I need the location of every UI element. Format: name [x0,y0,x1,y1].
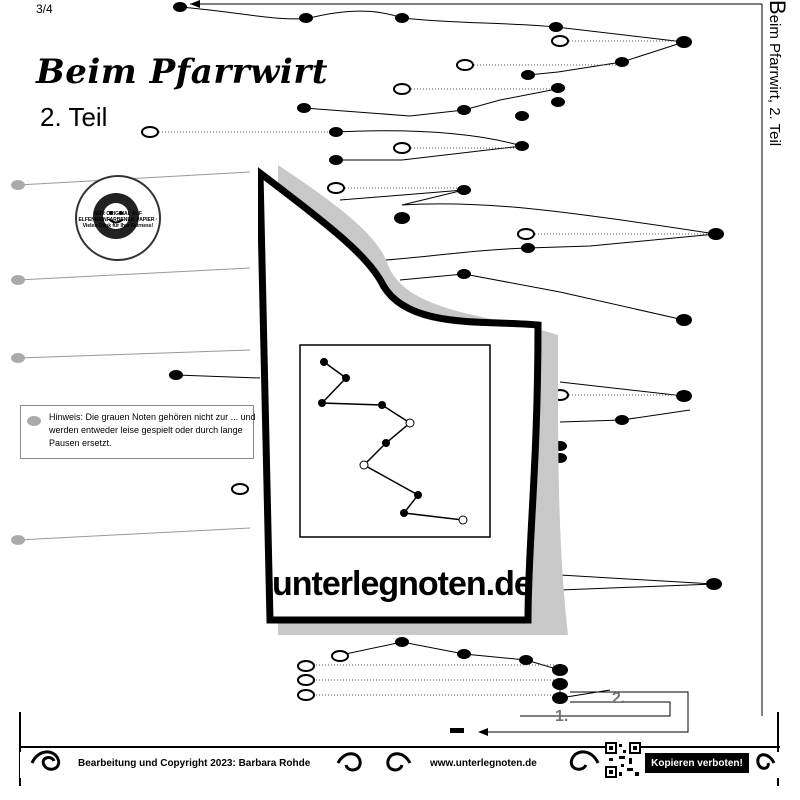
note [329,127,343,137]
note [551,97,565,107]
gray-line [17,527,251,541]
gray-notes [11,180,25,545]
breath-note [551,35,569,47]
ending-label-first: 1. [555,708,569,725]
note [515,111,529,121]
note [394,212,410,224]
gray-note [11,275,25,285]
note [299,13,313,23]
melody-line [559,574,715,591]
note [521,70,535,80]
ending-brackets [480,691,689,733]
breath-note [331,650,349,662]
page-number: 3/4 [36,2,53,16]
ending-label-second: 2. [612,690,626,707]
gray-line [17,349,251,359]
breath-note [297,689,315,701]
fairness-stamp: NUR ORIGINAL AUF ELFENBEINFARBENEM PAPIE… [75,175,161,261]
footer-url[interactable]: www.unterlegnoten.de [430,758,537,769]
footer-credit: Bearbeitung und Copyright 2023: Barbara … [78,758,311,769]
page-title: Beim Pfarrwirt [36,52,328,92]
note [395,13,409,23]
gray-note [11,535,25,545]
note [552,692,568,704]
arrow-head-top [190,0,200,8]
breath-note [393,142,411,154]
unterlegnoten-logo [258,165,568,635]
melody-line [175,374,685,397]
note [329,155,343,165]
smiley-icon [93,193,139,239]
ending-bracket [480,691,689,733]
note [169,370,183,380]
ornament-icon [756,753,776,770]
note [457,269,471,279]
note [173,2,187,12]
melody-line [335,130,523,161]
melody-line [339,189,717,263]
ornament-icon [30,750,61,771]
note [676,36,692,48]
note [551,83,565,93]
breath-note [297,674,315,686]
note [676,390,692,402]
gray-line [17,267,251,281]
melody-line [399,273,685,321]
dotted-guides [150,40,716,696]
breath-note [297,660,315,672]
note [708,228,724,240]
breath-note [393,83,411,95]
black-notes [169,2,724,704]
breath-note [456,59,474,71]
copy-prohibited-badge: Kopieren verboten! [645,753,749,773]
note [552,678,568,690]
gray-note-icon [27,416,41,426]
note [615,57,629,67]
melody-lines [175,6,717,699]
note [615,415,629,425]
ornament-icon [336,752,412,772]
ending-bracket [520,701,671,717]
note [457,105,471,115]
note [519,655,533,665]
page-subtitle: 2. Teil [40,102,108,132]
breath-note [327,182,345,194]
rest-mark [450,728,464,733]
note [457,185,471,195]
note [515,141,529,151]
breath-note [517,228,535,240]
stamp-text: NUR ORIGINAL AUF ELFENBEINFARBENEM PAPIE… [78,211,158,229]
melody-line [179,6,685,43]
breath-note [141,126,159,138]
outlined-notes [141,35,569,701]
hint-box: Hinweis: Die grauen Noten gehören nicht … [20,405,256,459]
arrow-head-bottom [478,728,488,736]
ornament-icon [569,750,600,771]
note [552,664,568,676]
note [549,22,563,32]
note [457,649,471,659]
note [706,578,722,590]
note [521,243,535,253]
note [395,637,409,647]
note [676,314,692,326]
qr-code-icon [605,742,641,778]
gray-note [11,353,25,363]
logo-text: unterlegnoten.de [272,565,533,603]
gray-note [11,180,25,190]
melody-line [527,41,685,76]
note [297,103,311,113]
breath-note [231,483,249,495]
hint-text: Hinweis: Die grauen Noten gehören nicht … [49,412,256,448]
footer-divider [20,746,780,748]
